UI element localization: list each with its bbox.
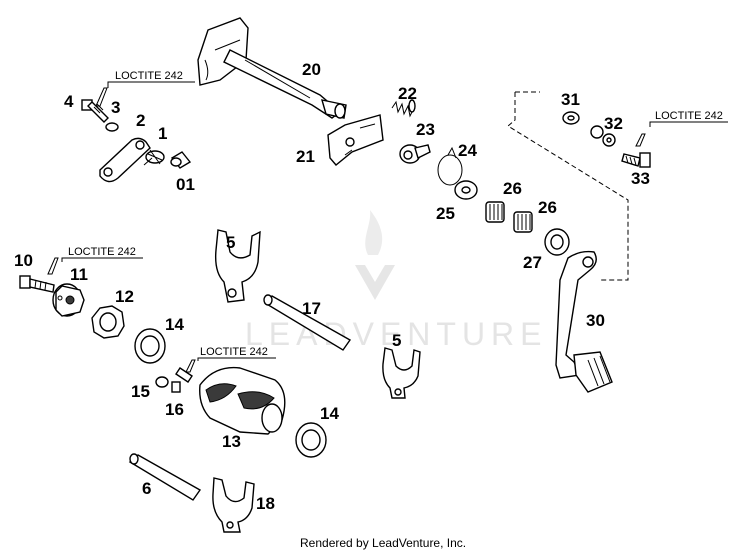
part-seal-27	[544, 228, 570, 256]
watermark: LEADVENTURE	[245, 210, 548, 352]
callout-24: 24	[458, 141, 477, 160]
callout-32: 32	[604, 114, 623, 133]
callout-1: 1	[158, 124, 167, 143]
part-rod-17	[263, 294, 352, 351]
callout-27: 27	[523, 253, 542, 272]
part-washer-3	[105, 122, 119, 132]
part-cam-11	[52, 283, 85, 317]
part-shift-shaft-20	[197, 17, 347, 119]
part-washer-15	[155, 376, 169, 388]
part-lever-2	[99, 137, 151, 183]
callout-26a: 26	[503, 179, 522, 198]
loctite-marker-3	[185, 357, 276, 373]
loctite-note-4: LOCTITE 242	[655, 110, 723, 122]
callout-01: 01	[176, 175, 195, 194]
callout-15: 15	[131, 382, 150, 401]
part-segment-12	[91, 305, 125, 339]
part-shift-drum-13	[199, 366, 286, 435]
part-bearing-26b	[513, 211, 533, 233]
callout-3: 3	[111, 98, 120, 117]
part-kickstart-lever-30	[555, 250, 613, 393]
part-sleeve-01	[170, 151, 192, 169]
callout-6: 6	[142, 479, 151, 498]
callout-25: 25	[436, 204, 455, 223]
callout-12: 12	[115, 287, 134, 306]
part-bearing-14a	[134, 328, 166, 364]
part-shift-fork-5a	[214, 229, 261, 303]
callout-20: 20	[302, 60, 321, 79]
part-shift-fork-5b	[382, 347, 421, 399]
loctite-marker-1	[95, 81, 195, 107]
callout-5a: 5	[226, 233, 235, 252]
part-shift-fork-18	[212, 477, 255, 533]
callout-30: 30	[586, 311, 605, 330]
loctite-marker-2	[47, 257, 143, 275]
callout-22: 22	[398, 84, 417, 103]
callout-10: 10	[14, 251, 33, 270]
callout-13: 13	[222, 432, 241, 451]
callout-11: 11	[70, 265, 88, 284]
callout-26b: 26	[538, 198, 557, 217]
callout-14b: 14	[320, 404, 339, 423]
loctite-note-1: LOCTITE 242	[115, 70, 183, 82]
part-rod-6	[128, 453, 202, 501]
callout-2: 2	[136, 111, 145, 130]
part-washers-32	[590, 125, 616, 147]
part-spring-24	[437, 146, 463, 186]
loctite-note-2: LOCTITE 242	[68, 246, 136, 258]
callout-21: 21	[296, 147, 315, 166]
part-spring-1	[143, 149, 165, 166]
callout-31: 31	[561, 90, 580, 109]
part-bolt-4	[81, 99, 109, 123]
callout-18: 18	[256, 494, 275, 513]
callout-33: 33	[631, 169, 650, 188]
dashed-boundary	[507, 92, 629, 281]
loctite-marker-4	[635, 121, 728, 147]
part-bearing-14b	[295, 422, 327, 458]
callout-5b: 5	[392, 331, 401, 350]
callout-4: 4	[64, 92, 74, 111]
callout-14a: 14	[165, 315, 184, 334]
part-bolt-33	[621, 152, 651, 168]
watermark-text: LEADVENTURE	[245, 316, 548, 352]
part-bearing-26a	[485, 201, 505, 223]
part-detent-lever-23	[399, 144, 431, 164]
callout-16: 16	[165, 400, 184, 419]
part-washer-25	[454, 180, 478, 200]
part-washer-31	[562, 111, 580, 125]
part-screw-16	[171, 367, 193, 393]
callout-23: 23	[416, 120, 435, 139]
callout-17: 17	[302, 299, 321, 318]
part-bolt-10	[19, 275, 55, 293]
loctite-note-3: LOCTITE 242	[200, 346, 268, 358]
part-plate-21	[327, 114, 384, 166]
footer-credit: Rendered by LeadVenture, Inc.	[300, 536, 466, 550]
part-spring-22	[391, 99, 416, 118]
